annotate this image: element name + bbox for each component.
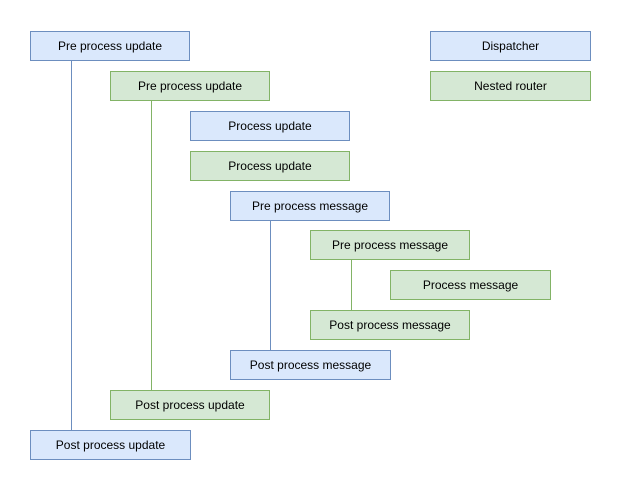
connector-message-dispatcher: [270, 221, 271, 350]
connector-update-router: [151, 101, 152, 390]
node-pre-process-update-dispatcher: Pre process update: [30, 31, 190, 61]
node-process-update-dispatcher: Process update: [190, 111, 350, 141]
node-post-process-update-router: Post process update: [110, 390, 270, 420]
connector-update-dispatcher: [71, 61, 72, 430]
node-nested-router: Nested router: [430, 71, 591, 101]
node-post-process-message-router: Post process message: [310, 310, 470, 340]
node-pre-process-message-dispatcher: Pre process message: [230, 191, 390, 221]
node-post-process-message-dispatcher: Post process message: [230, 350, 391, 380]
node-dispatcher: Dispatcher: [430, 31, 591, 61]
node-pre-process-update-router: Pre process update: [110, 71, 270, 101]
connector-message-router: [351, 260, 352, 310]
node-process-message-router: Process message: [390, 270, 551, 300]
node-process-update-router: Process update: [190, 151, 350, 181]
node-post-process-update-dispatcher: Post process update: [30, 430, 191, 460]
node-pre-process-message-router: Pre process message: [310, 230, 470, 260]
